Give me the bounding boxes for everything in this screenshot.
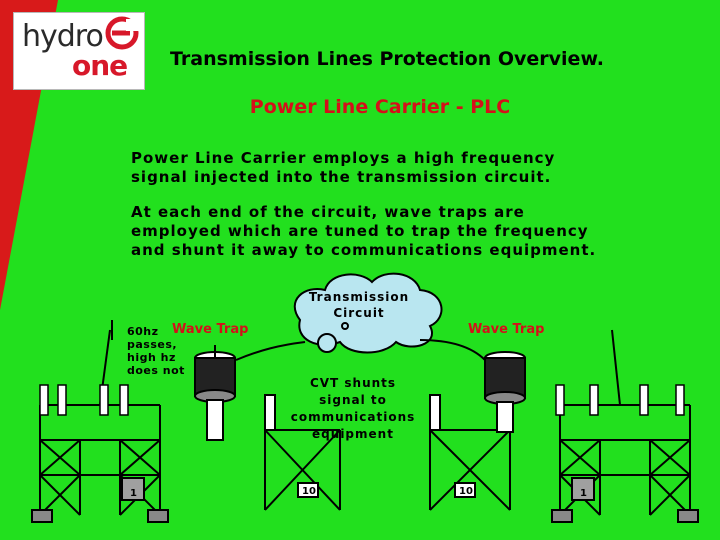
paragraph-2-line-1: At each end of the circuit, wave traps a… [131, 203, 525, 221]
left-note-line-3: high hz [127, 351, 176, 364]
left-wave-trap-coil [194, 345, 236, 441]
left-insulators [39, 384, 129, 416]
transmission-circuit-label: Transmission Circuit [300, 289, 418, 321]
cloud-label-line-2: Circuit [333, 306, 385, 320]
right-insulators [555, 384, 685, 416]
mid-right-box [454, 482, 476, 498]
box-label-mid-left: 10 [302, 486, 316, 497]
mid-right-substation [429, 394, 511, 511]
page-title: Transmission Lines Protection Overview. [170, 48, 604, 70]
cloud-label-line-1: Transmission [308, 290, 410, 304]
plc-diagram [31, 272, 699, 523]
logo-text-hydro: hydro [22, 19, 104, 54]
mid-left-box [297, 482, 319, 498]
left-note-line-4: does not [127, 364, 185, 377]
cloud-shape [293, 272, 443, 354]
cvt-label-line-1: CVT shunts [309, 376, 397, 390]
right-equipment-box [571, 477, 595, 501]
hydro-one-logo: hydro one [13, 12, 145, 90]
paragraph-2: At each end of the circuit, wave traps a… [131, 203, 691, 260]
box-label-mid-right: 10 [459, 486, 473, 497]
logo-swirl-icon [105, 16, 140, 50]
left-note-line-1: 60hz [127, 325, 159, 338]
cvt-label-line-3: communications [290, 410, 416, 424]
paragraph-2-line-3: and shunt it away to communications equi… [131, 241, 597, 259]
right-substation [551, 329, 699, 523]
paragraph-1-line-1: Power Line Carrier employs a high freque… [131, 149, 556, 167]
wave-trap-left-label: Wave Trap [172, 322, 249, 337]
right-wave-trap-coil [484, 351, 526, 433]
cvt-label-line-4: equipment [312, 427, 394, 441]
cvt-label: CVT shunts signal to communications equi… [286, 375, 420, 443]
page-subtitle: Power Line Carrier - PLC [249, 96, 511, 118]
paragraph-2-line-2: employed which are tuned to trap the fre… [131, 222, 589, 240]
mid-left-substation [264, 394, 341, 511]
logo-text-one: one [72, 49, 128, 82]
left-equipment-box [121, 477, 145, 501]
box-label-right: 1 [580, 488, 587, 499]
paragraph-1: Power Line Carrier employs a high freque… [131, 149, 691, 187]
left-note-line-2: passes, [127, 338, 178, 351]
wave-trap-right-label: Wave Trap [468, 322, 545, 337]
paragraph-1-line-2: signal injected into the transmission ci… [131, 168, 552, 186]
cvt-label-line-2: signal to [319, 393, 387, 407]
left-note: 60hz passes, high hz does not [127, 325, 187, 377]
box-label-left: 1 [130, 488, 137, 499]
